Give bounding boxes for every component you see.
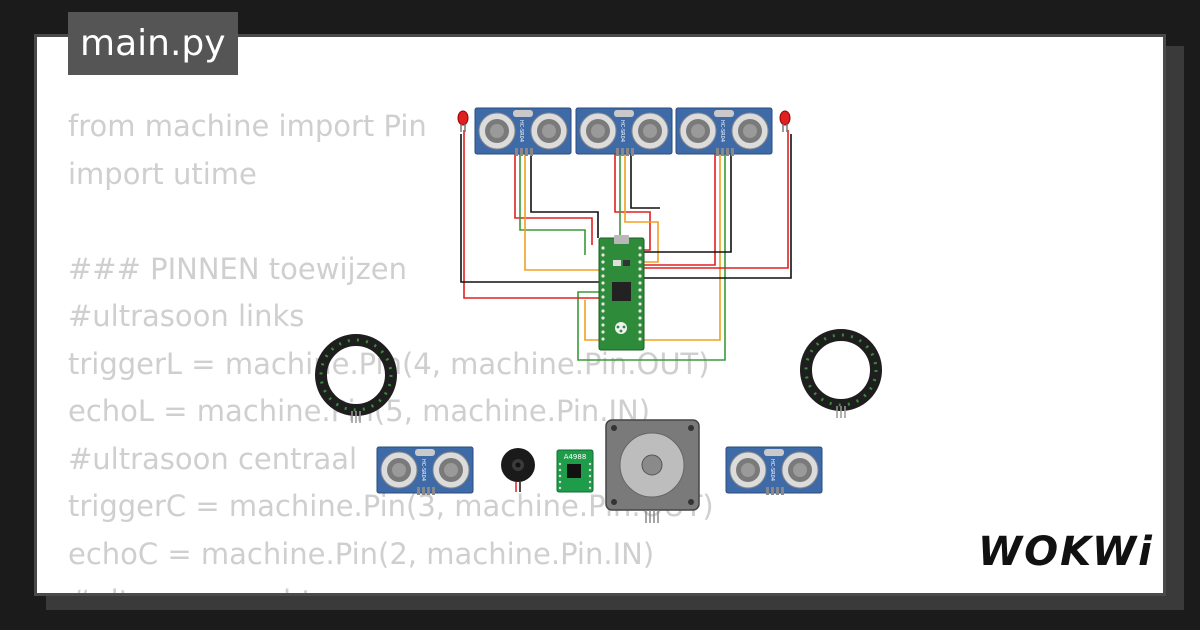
sensor-label: HC-SR04 bbox=[719, 120, 725, 142]
neopixel-ring-right[interactable] bbox=[806, 335, 876, 418]
file-tab[interactable]: main.py bbox=[68, 12, 238, 75]
raspberry-logo-icon bbox=[615, 322, 627, 334]
ultrasonic-sensor-center[interactable]: HC-SR04 bbox=[575, 107, 673, 157]
neopixel-ring-left[interactable] bbox=[321, 340, 391, 423]
pico-board[interactable] bbox=[598, 235, 645, 351]
code-line: echoC = machine.Pin(2, machine.Pin.IN) bbox=[68, 536, 655, 571]
wires bbox=[460, 130, 792, 361]
code-editor[interactable]: from machine import Pin import utime ###… bbox=[68, 103, 714, 593]
stepper-motor[interactable] bbox=[605, 419, 700, 523]
ultrasonic-sensor-right[interactable]: HC-SR04 bbox=[675, 107, 773, 157]
led-right[interactable] bbox=[779, 110, 791, 133]
ultrasonic-sensor-left[interactable]: HC-SR04 bbox=[474, 107, 572, 157]
buzzer[interactable] bbox=[501, 448, 535, 492]
code-line: #ultrasoon centraal bbox=[68, 441, 358, 476]
ultrasonic-sensor-bottom-right[interactable]: HC-SR04 bbox=[725, 446, 823, 496]
sensor-label: HC-SR04 bbox=[518, 120, 524, 142]
code-line: ### PINNEN toewijzen bbox=[68, 251, 408, 286]
code-line: from machine import Pin bbox=[68, 109, 427, 143]
sensor-label: HC-SR04 bbox=[420, 459, 426, 481]
a4988-driver[interactable]: A4988 bbox=[556, 449, 594, 493]
sensor-label: HC-SR04 bbox=[769, 459, 775, 481]
wokwi-logo[interactable]: WOKWi bbox=[978, 529, 1154, 575]
ultrasonic-sensor-bottom-left[interactable]: HC-SR04 bbox=[376, 446, 474, 496]
driver-label: A4988 bbox=[564, 453, 587, 461]
sensor-label: HC-SR04 bbox=[619, 120, 625, 142]
led-left[interactable] bbox=[457, 110, 469, 133]
code-line: #ultrasoon rechts bbox=[68, 578, 714, 593]
code-line: import utime bbox=[68, 156, 257, 191]
code-line: #ultrasoon links bbox=[68, 299, 305, 333]
